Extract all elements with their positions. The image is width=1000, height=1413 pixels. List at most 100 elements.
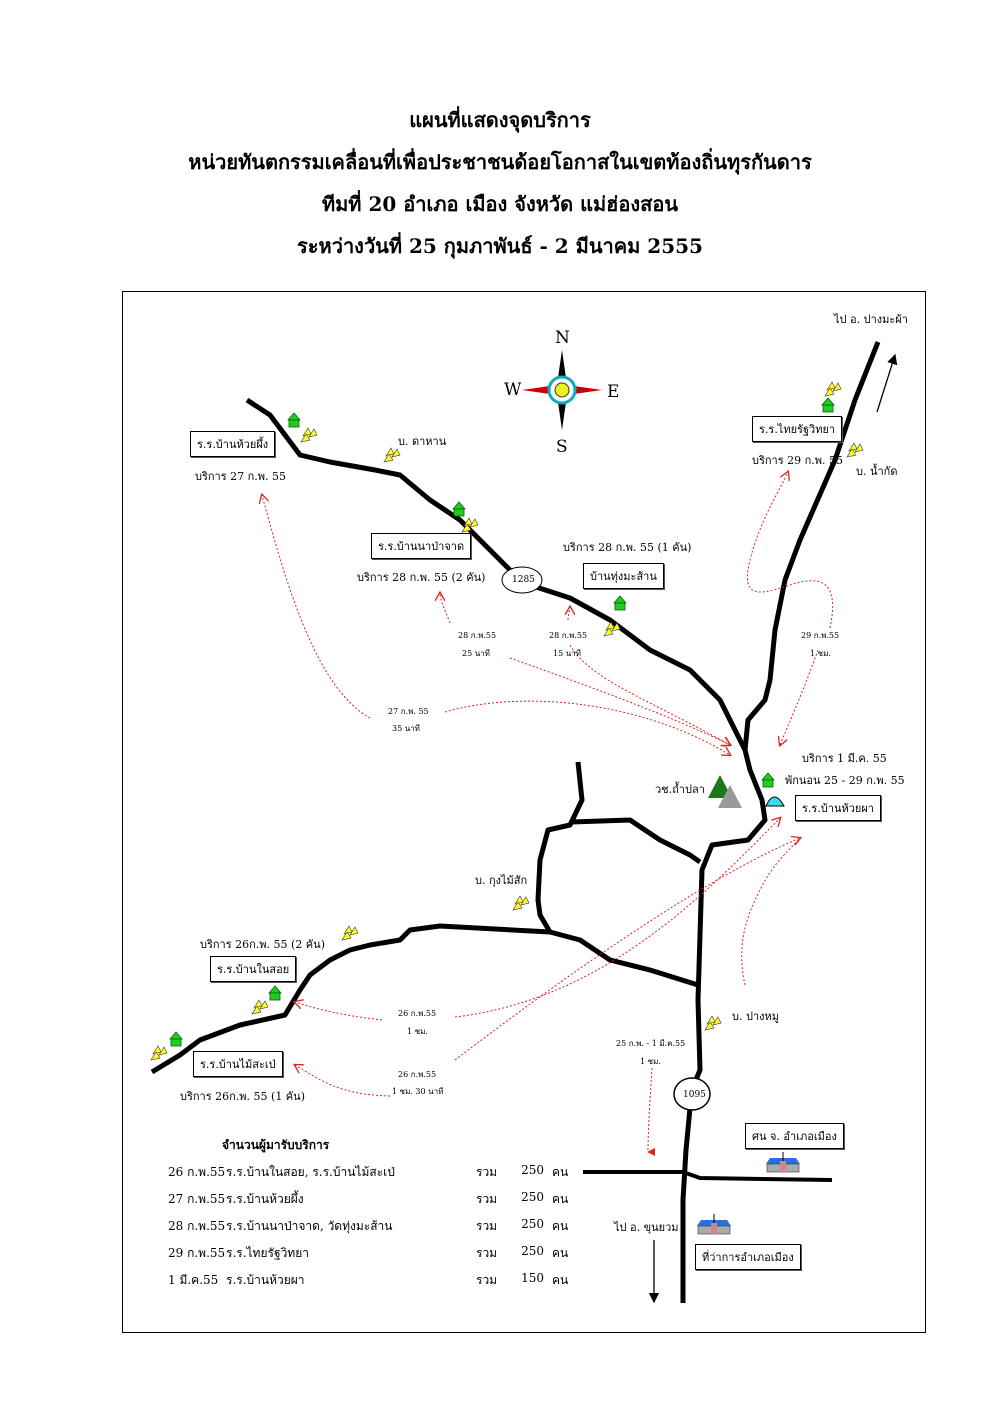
route-maisape <box>295 1065 391 1097</box>
row-place: ร.ร.บ้านนาป่าจาด, วัดทุ่งมะส้าน <box>226 1219 393 1233</box>
row-unit: คน <box>552 1165 569 1179</box>
service-routes <box>262 472 834 1157</box>
title-line-2: หน่วยทันตกรรมเคลื่อนที่เพื่อประชาชนด้อยโ… <box>188 150 812 174</box>
compass-rose <box>522 350 602 430</box>
route-thairat <box>780 649 819 745</box>
site-district-office: ที่ว่าการอำเภอเมือง <box>695 1244 801 1270</box>
road-1285 <box>245 397 517 577</box>
row-date: 29 ก.พ.55 <box>168 1246 226 1260</box>
row-total-label: รวม <box>476 1246 498 1260</box>
road-1285-marker <box>501 566 543 594</box>
trip-date: 26 ก.พ.55 <box>398 1009 437 1018</box>
health-center-icon <box>765 1151 801 1173</box>
service-thairat: บริการ 29 ก.พ. 55 <box>752 454 844 467</box>
compass-e: E <box>607 382 620 402</box>
row-place: ร.ร.ไทยรัฐวิทยา <box>226 1246 309 1260</box>
trip-date: 29 ก.พ.55 <box>801 631 840 640</box>
title-line-1: แผนที่แสดงจุดบริการ <box>409 108 591 132</box>
stay-huaipha: พักนอน 25 - 29 ก.พ. 55 <box>785 774 905 787</box>
trip-date: 28 ก.พ.55 <box>549 631 588 640</box>
row-place: ร.ร.บ้านในสอย, ร.ร.บ้านไม้สะเป่ <box>226 1165 395 1179</box>
to-pangmapha-label: ไป อ. ปางมะผ้า <box>834 313 908 326</box>
row-date: 26 ก.พ.55 <box>168 1165 226 1179</box>
site-huaipha: ร.ร.บ้านห้วยผา <box>795 795 881 821</box>
row-total-label: รวม <box>476 1273 498 1287</box>
trip-time: 1 ชม. <box>407 1027 428 1036</box>
compass-n: N <box>555 328 570 348</box>
row-place: ร.ร.บ้านห้วยผึ้ง <box>226 1192 304 1206</box>
route-napajad <box>440 593 451 624</box>
row-place: ร.ร.บ้านห้วยผา <box>226 1273 305 1287</box>
row-unit: คน <box>552 1192 569 1206</box>
title-line-3: ทีมที่ 20 อำเภอ เมือง จังหวัด แม่ฮ่องสอน <box>321 192 679 216</box>
trip-time: 35 นาที <box>392 724 420 733</box>
row-date: 1 มี.ค.55 <box>168 1273 219 1287</box>
route-naisoi <box>295 1002 383 1021</box>
trip-time: 1 ชม. <box>640 1057 661 1066</box>
row-date: 27 ก.พ.55 <box>168 1192 226 1206</box>
title-line-4: ระหว่างวันที่ 25 กุมภาพันธ์ - 2 มีนาคม 2… <box>297 234 703 258</box>
service-huaipha: บริการ 1 มี.ค. 55 <box>802 752 887 765</box>
site-napajad: ร.ร.บ้านนาป่าจาด <box>371 533 472 559</box>
village-kungmaisak: บ. กุงไม้สัก <box>475 874 528 887</box>
row-date: 28 ก.พ.55 <box>168 1219 226 1233</box>
site-health-center: ศน จ. อำเภอเมือง <box>745 1123 844 1149</box>
road-1095 <box>680 1107 693 1303</box>
site-thungmasan: บ้านทุ่งมะส้าน <box>583 563 664 589</box>
service-naisoi: บริการ 26ก.พ. 55 (2 คัน) <box>200 938 325 951</box>
trip-date: 28 ก.พ.55 <box>458 631 497 640</box>
road-loop <box>535 761 585 934</box>
road-west <box>150 923 699 1075</box>
road-1095-marker <box>673 1077 711 1111</box>
road-1285-label: 1285 <box>512 575 535 585</box>
village-dahan: บ. ดาหาน <box>398 435 447 448</box>
site-naisoi: ร.ร.บ้านในสอย <box>210 956 297 982</box>
trip-time: 15 นาที <box>553 649 581 658</box>
compass-w: W <box>504 380 522 400</box>
row-count: 250 <box>521 1190 544 1204</box>
trip-time: 1 ชม. <box>810 649 831 658</box>
row-count: 250 <box>521 1244 544 1258</box>
road-1285-south <box>529 582 768 1083</box>
road-town <box>583 1170 833 1182</box>
route-thungmasan <box>568 607 570 621</box>
row-unit: คน <box>552 1246 569 1260</box>
road-network <box>150 341 881 1303</box>
trip-date: 26 ก.พ.55 <box>398 1070 437 1079</box>
compass-s: S <box>556 437 568 457</box>
service-maisape: บริการ 26ก.พ. 55 (1 คัน) <box>180 1090 305 1103</box>
row-total-label: รวม <box>476 1192 498 1206</box>
row-count: 250 <box>521 1217 544 1231</box>
row-unit: คน <box>552 1219 569 1233</box>
district-office-icon <box>696 1213 732 1235</box>
row-unit: คน <box>552 1273 569 1287</box>
service-huaipueng: บริการ 27 ก.พ. 55 <box>195 470 287 483</box>
row-total-label: รวม <box>476 1219 498 1233</box>
to-khunyuam-label: ไป อ. ขุนยวม <box>614 1221 679 1234</box>
row-count: 250 <box>521 1163 544 1177</box>
site-maisape: ร.ร.บ้านไม้สะเป่ <box>193 1051 283 1077</box>
row-total-label: รวม <box>476 1165 498 1179</box>
route-huaipueng <box>262 495 371 719</box>
site-huaipueng: ร.ร.บ้านห้วยผึ้ง <box>190 431 276 457</box>
road-loop-east <box>571 817 702 865</box>
trip-time: 25 นาที <box>462 649 490 658</box>
trip-date: 27 ก.พ. 55 <box>388 707 429 716</box>
tree-icon <box>708 775 742 808</box>
site-thairat: ร.ร.ไทยรัฐวิทยา <box>752 416 843 442</box>
summary-title: จำนวนผู้มารับบริการ <box>222 1138 330 1152</box>
village-namkad: บ. น้ำกัด <box>856 465 898 478</box>
route-town <box>647 1067 656 1157</box>
trip-time: 1 ชม. 30 นาที <box>392 1087 444 1096</box>
road-1095-label: 1095 <box>683 1090 706 1100</box>
tent-icon <box>765 796 785 807</box>
arrow-to-pangmapha <box>876 353 898 413</box>
road-north <box>742 341 881 751</box>
